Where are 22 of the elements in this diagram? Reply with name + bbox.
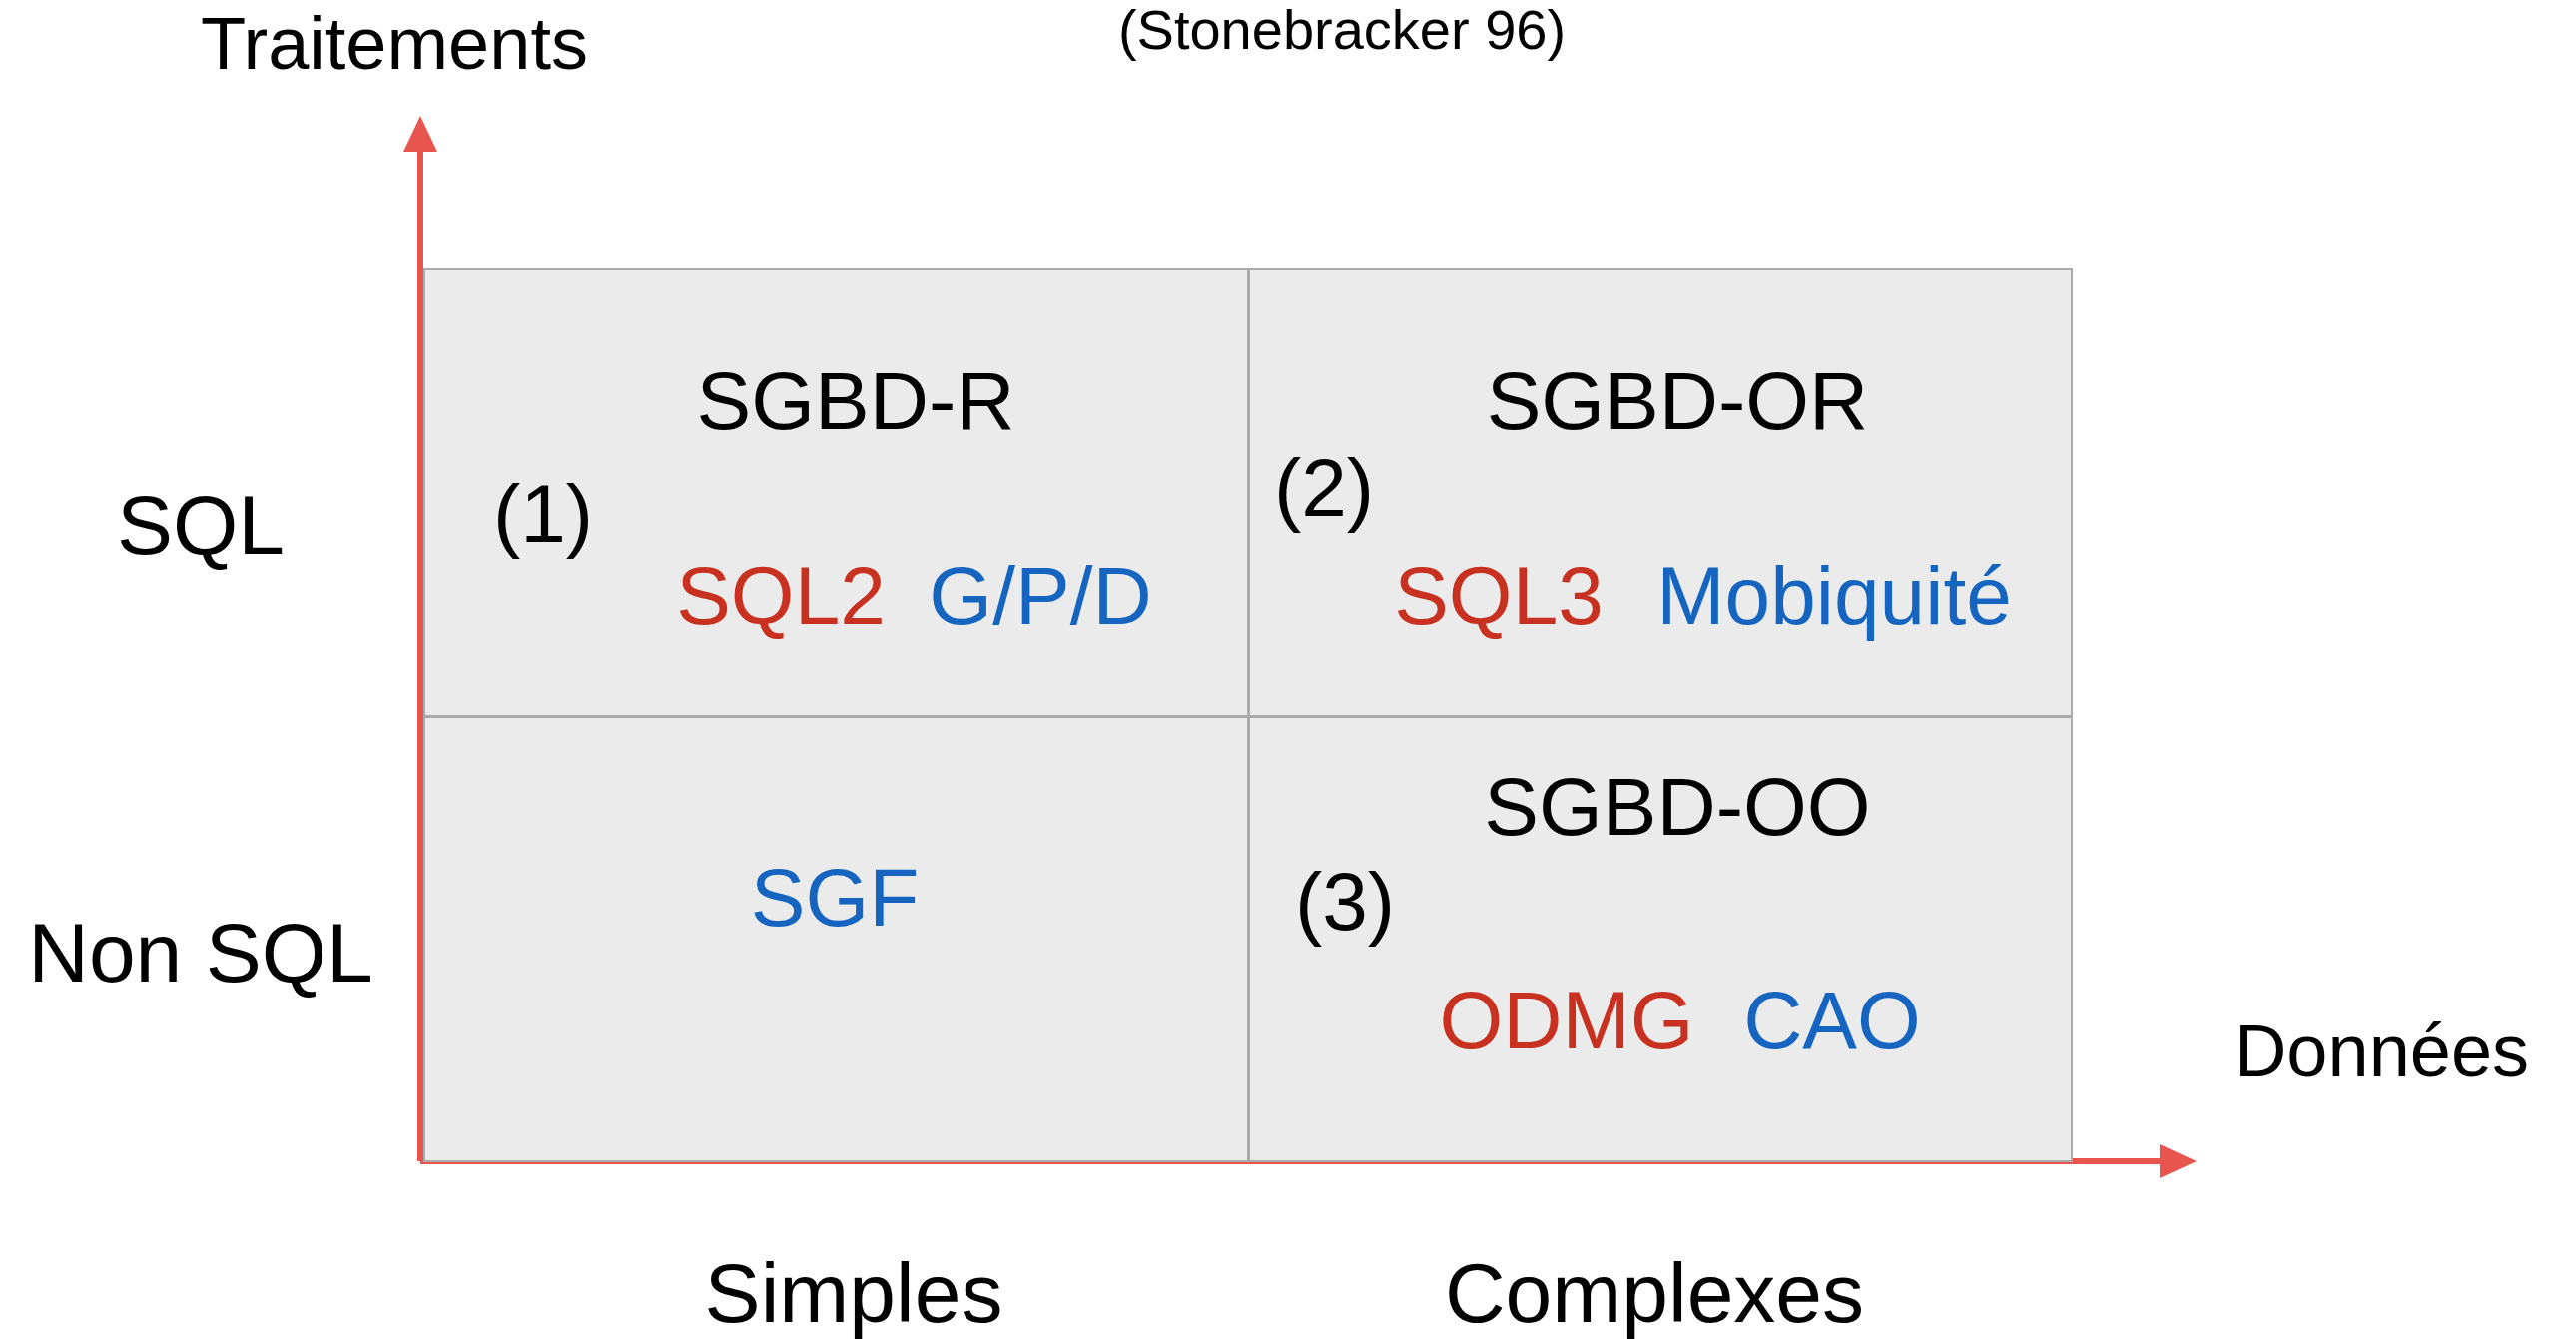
quadrant-cell (423, 268, 1249, 717)
heading: SGBD-OO (1484, 761, 1871, 853)
application-label: G/P/D (929, 550, 1152, 642)
heading: SGBD-R (696, 355, 1015, 447)
axis-title: Données (2233, 1010, 2530, 1092)
application-label: CAO (1743, 975, 1921, 1066)
row-label: Non SQL (28, 906, 373, 1000)
quadrant-cell (423, 716, 1249, 1162)
row-label: SQL (116, 478, 286, 572)
quadrant-label: SGF (750, 852, 920, 944)
quadrant-cell (1248, 268, 2073, 717)
standard-label: SQL3 (1394, 550, 1604, 642)
standard-label: SQL2 (676, 550, 886, 642)
quadrant-cell (1248, 716, 2073, 1162)
quadrant-number: (3) (1294, 856, 1396, 948)
caption: (Stonebracker 96) (1117, 0, 1567, 61)
standard-label: ODMG (1439, 975, 1694, 1066)
axis-title: Traitements (201, 3, 588, 85)
application-label: Mobiquité (1656, 550, 2012, 642)
quadrant-number: (1) (492, 468, 594, 560)
heading: SGBD-OR (1486, 355, 1869, 447)
quadrant-number: (2) (1273, 442, 1375, 534)
